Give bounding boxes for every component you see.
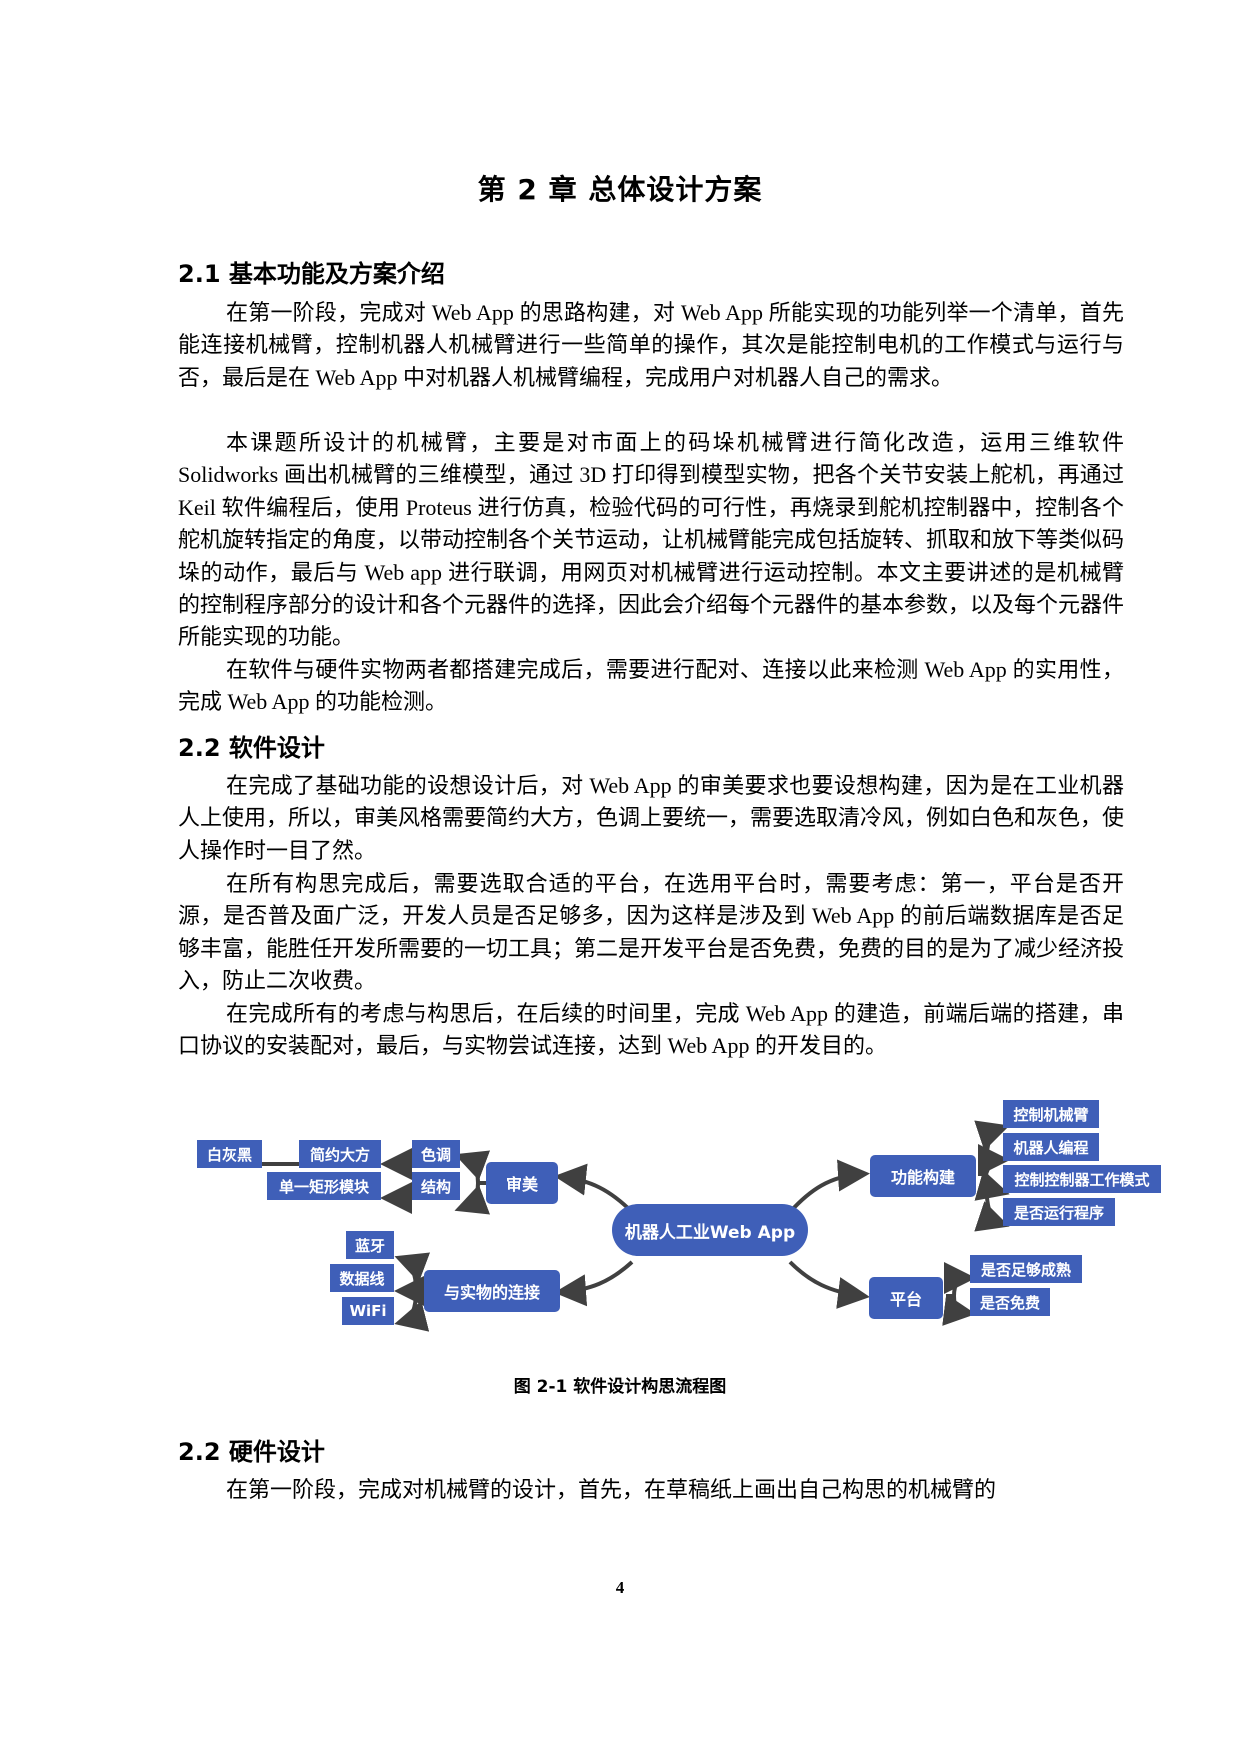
paragraph: 在完成了基础功能的设想设计后，对 Web App 的审美要求也要设想构建，因为是… (178, 773, 1125, 863)
center-node: 机器人工业Web App (612, 1204, 808, 1256)
paragraph: 在所有构思完成后，需要选取合适的平台，在选用平台时，需要考虑：第一，平台是否开源… (178, 871, 1125, 994)
page-number: 4 (615, 1578, 625, 1597)
branch-platform: 平台 (869, 1277, 943, 1319)
paragraph: 本课题所设计的机械臂，主要是对市面上的码垛机械臂进行简化改造，运用三维软件 So… (178, 430, 1125, 650)
branch-connection: 与实物的连接 (424, 1270, 560, 1312)
leaf-controller-mode: 控制控制器工作模式 (1003, 1165, 1161, 1193)
section-title-2-1: 2.1 基本功能及方案介绍 (178, 260, 445, 288)
leaf-data-cable: 数据线 (330, 1264, 394, 1292)
section-title-2-2-software: 2.2 软件设计 (178, 734, 325, 762)
leaf-wifi: WiFi (342, 1297, 394, 1325)
chapter-title: 第 2 章 总体设计方案 (477, 173, 763, 206)
paragraph: 在软件与硬件实物两者都搭建完成后，需要进行配对、连接以此来检测 Web App … (178, 657, 1124, 715)
leaf-control-arm: 控制机械臂 (1003, 1100, 1099, 1128)
leaf-structure: 结构 (412, 1172, 460, 1200)
leaf-run-program: 是否运行程序 (1003, 1198, 1115, 1226)
figure-caption: 图 2-1 软件设计构思流程图 (513, 1377, 727, 1397)
leaf-bluetooth: 蓝牙 (346, 1231, 394, 1259)
branch-aesthetics: 审美 (486, 1162, 558, 1204)
branch-function: 功能构建 (870, 1155, 976, 1197)
section-title-2-2-hardware: 2.2 硬件设计 (178, 1438, 325, 1466)
leaf-simple-elegant: 简约大方 (299, 1140, 381, 1168)
leaf-color-tone: 色调 (412, 1140, 460, 1168)
leaf-mature-enough: 是否足够成熟 (970, 1255, 1082, 1283)
paragraph: 在第一阶段，完成对 Web App 的思路构建，对 Web App 所能实现的功… (178, 300, 1124, 390)
leaf-free: 是否免费 (970, 1288, 1050, 1316)
paragraph: 在第一阶段，完成对机械臂的设计，首先，在草稿纸上画出自己构思的机械臂的 (226, 1477, 997, 1502)
paragraph: 在完成所有的考虑与构思后，在后续的时间里，完成 Web App 的建造，前端后端… (178, 1001, 1124, 1059)
leaf-white-gray-black: 白灰黑 (197, 1140, 262, 1168)
leaf-single-rect-module: 单一矩形模块 (267, 1172, 381, 1200)
leaf-robot-programming: 机器人编程 (1003, 1133, 1099, 1161)
